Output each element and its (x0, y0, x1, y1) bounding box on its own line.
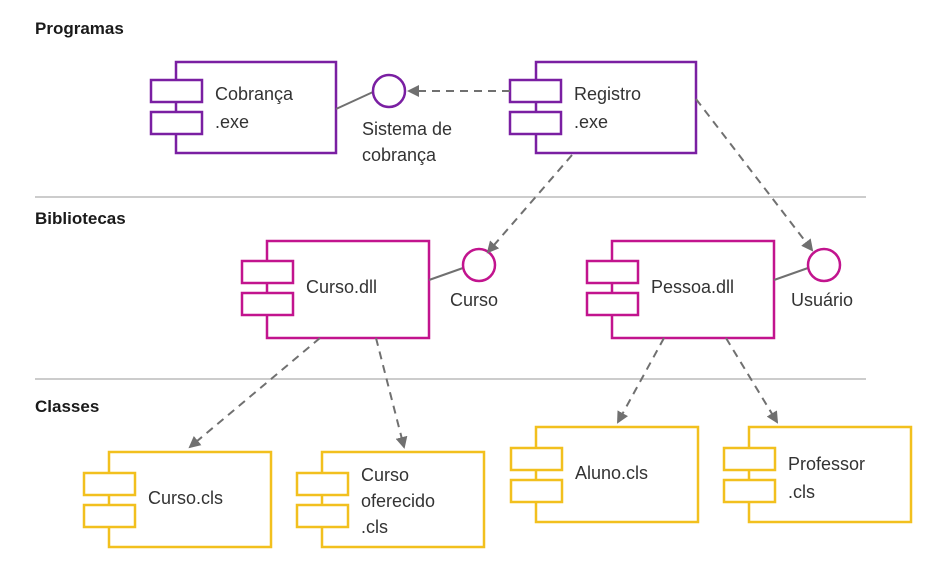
component-port-icon (722, 446, 777, 472)
component-curso-dll: Curso.dll (240, 239, 431, 340)
component-port-icon (149, 110, 204, 136)
component-label: .exe (215, 112, 249, 132)
interface-connector (773, 267, 809, 281)
component-label: Cobrança (215, 84, 294, 104)
component-port-icon (722, 478, 777, 504)
component-port-icon (508, 110, 563, 136)
component-label: Professor (788, 454, 865, 474)
interface-connector (428, 267, 464, 281)
interface-label: cobrança (362, 145, 437, 165)
component-port-icon (508, 78, 563, 104)
component-aluno-cls: Aluno.cls (509, 425, 700, 524)
dependency-arrow (188, 337, 321, 449)
component-label: Aluno.cls (575, 463, 648, 483)
component-curso-cls: Curso.cls (82, 450, 273, 549)
component-professor-cls: Professor .cls (722, 425, 913, 524)
component-port-icon (585, 259, 640, 285)
component-port-icon (240, 259, 295, 285)
component-label: .cls (361, 517, 388, 537)
component-label: oferecido (361, 491, 435, 511)
component-label: Pessoa.dll (651, 277, 734, 297)
interface-curso (461, 247, 497, 283)
component-port-icon (240, 291, 295, 317)
section-title-classes: Classes (35, 397, 99, 416)
component-label: Curso.dll (306, 277, 377, 297)
interface-label: Usuário (791, 290, 853, 310)
component-port-icon (295, 471, 350, 497)
component-label: Registro (574, 84, 641, 104)
component-port-icon (82, 503, 137, 529)
section-title-programas: Programas (35, 19, 124, 38)
component-port-icon (585, 291, 640, 317)
interface-usuario (806, 247, 842, 283)
component-registro-exe: Registro .exe (508, 60, 698, 155)
component-port-icon (295, 503, 350, 529)
interface-label: Sistema de (362, 119, 452, 139)
component-label: .cls (788, 482, 815, 502)
component-label: .exe (574, 112, 608, 132)
component-port-icon (82, 471, 137, 497)
dependency-arrow (375, 337, 408, 449)
component-label: Curso.cls (148, 488, 223, 508)
dependency-arrow (486, 154, 573, 254)
component-label: Curso (361, 465, 409, 485)
dependency-arrow (725, 337, 779, 424)
interface-label: Curso (450, 290, 498, 310)
interface-connector (335, 91, 374, 110)
component-port-icon (149, 78, 204, 104)
component-port-icon (509, 478, 564, 504)
dependency-arrow (695, 98, 814, 252)
component-port-icon (509, 446, 564, 472)
interface-sistema-de-cobranca (371, 73, 407, 109)
component-cobranca-exe: Cobrança .exe (149, 60, 338, 155)
dependency-arrow (617, 337, 665, 424)
component-pessoa-dll: Pessoa.dll (585, 239, 776, 340)
section-title-bibliotecas: Bibliotecas (35, 209, 126, 228)
component-curso-oferecido-cls: Curso oferecido .cls (295, 450, 486, 549)
